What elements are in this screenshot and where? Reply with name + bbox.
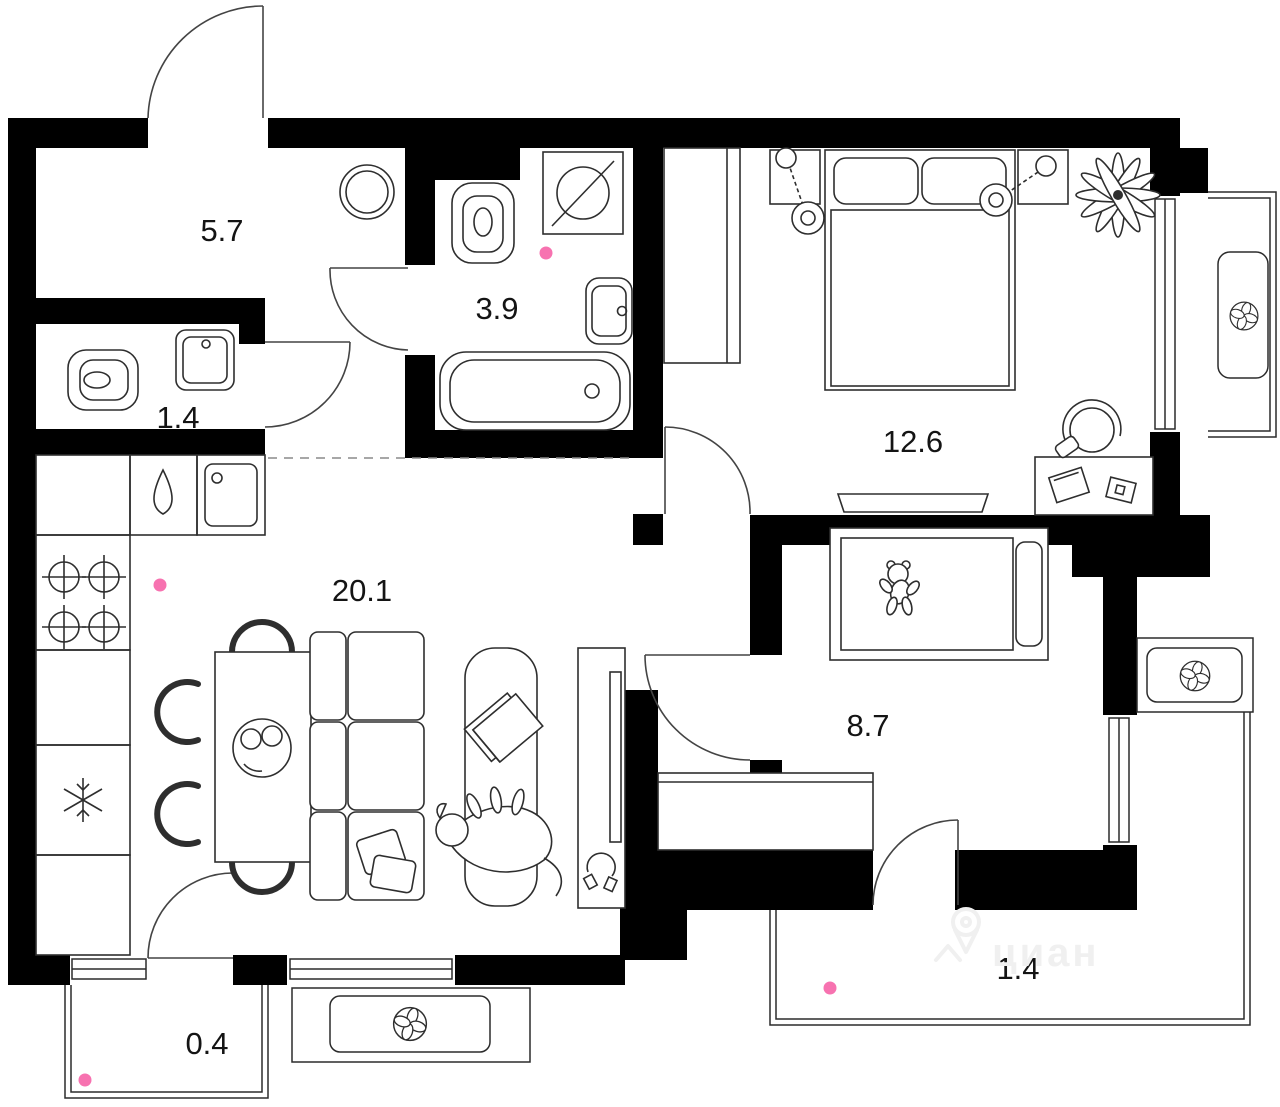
plant-icon (1075, 152, 1161, 238)
room-label-balcony-small: 0.4 (185, 1026, 228, 1061)
desk (1034, 456, 1154, 516)
watermark: циан (934, 907, 1100, 975)
sink-icon (204, 463, 258, 527)
dog-icon (435, 786, 563, 897)
bedroom-door (664, 426, 751, 515)
tv-icon (609, 671, 622, 843)
sofa (309, 631, 425, 901)
teddy-bear-icon (879, 560, 920, 616)
room-label-kids-room: 8.7 (846, 708, 889, 743)
balcony-large-outline (769, 712, 1251, 1026)
lamp-icon (775, 147, 825, 235)
toilet-icon (67, 349, 139, 411)
window-living (287, 955, 455, 985)
marker-dot (153, 578, 167, 592)
marker-dot (823, 981, 837, 995)
room-label-living-kitchen: 20.1 (332, 573, 392, 608)
closet (657, 772, 874, 851)
balcony-small-outline (64, 985, 269, 1099)
room-label-wc: 1.4 (156, 400, 199, 435)
lamp-icon (979, 155, 1057, 217)
kids-ac-ledge (1136, 637, 1254, 713)
kitchen-counter (35, 454, 266, 956)
tv-console (577, 647, 626, 909)
kids-balcony-door (872, 819, 959, 906)
faucet-drop-icon (153, 468, 173, 515)
washing-machine-icon (542, 151, 624, 235)
dog-ear (436, 802, 448, 820)
fan-icon (392, 1006, 428, 1042)
chair-icon (229, 859, 295, 895)
bathroom-fixtures (439, 151, 633, 431)
doors (147, 5, 959, 959)
markers (78, 246, 837, 1087)
bench (836, 493, 990, 513)
stove-burner-icon (42, 555, 126, 649)
chair-icon (154, 679, 201, 745)
plate-icon (232, 718, 292, 778)
headphones-icon (582, 852, 619, 893)
room-label-bedroom: 12.6 (883, 424, 943, 459)
wc-door (264, 341, 351, 428)
window-kitchen-balcony (70, 955, 148, 985)
book-icon (463, 692, 544, 764)
sink-cell (196, 454, 266, 536)
pillow (833, 157, 919, 205)
chair-icon (229, 619, 295, 655)
sink-icon (585, 277, 633, 345)
fan-icon (1178, 659, 1212, 693)
marker-dot (539, 246, 553, 260)
window-kids (1103, 715, 1137, 845)
marker-dot (78, 1073, 92, 1087)
room-label-balcony-large: 1.4 (996, 951, 1039, 986)
living-ac-ledge (291, 987, 531, 1063)
window-bedroom (1150, 196, 1180, 432)
bedroom-furniture (663, 147, 1161, 516)
wardrobe (663, 147, 741, 364)
pillow (369, 854, 417, 894)
chair-icon (154, 781, 201, 847)
bathtub-icon (439, 351, 631, 431)
bedroom-loggia-outline (1208, 191, 1277, 438)
bathroom-door (329, 267, 409, 351)
balcony-small-door (147, 872, 234, 959)
entrance-door (147, 5, 264, 119)
wc-fixtures (67, 329, 235, 411)
watermark-text: циан (992, 931, 1100, 975)
kids-room-door (644, 654, 751, 761)
room-labels: 5.7 3.9 1.4 12.6 20.1 8.7 0.4 1.4 (156, 213, 1039, 1061)
sink-icon (175, 329, 235, 391)
windows (70, 196, 1180, 985)
desk-chair (1054, 399, 1122, 459)
fan-icon (1228, 300, 1260, 332)
map-pin-icon (934, 907, 981, 962)
room-label-bathroom: 3.9 (475, 291, 518, 326)
walls (8, 118, 1210, 985)
double-bed-icon (824, 149, 1016, 391)
hallway-mirror (339, 164, 395, 220)
crib-icon (829, 527, 1049, 661)
snowflake-icon (63, 778, 103, 822)
room-label-hallway: 5.7 (200, 213, 243, 248)
toilet-icon (451, 182, 515, 264)
dining-table (154, 619, 312, 895)
kids-room-furniture (657, 527, 1049, 851)
